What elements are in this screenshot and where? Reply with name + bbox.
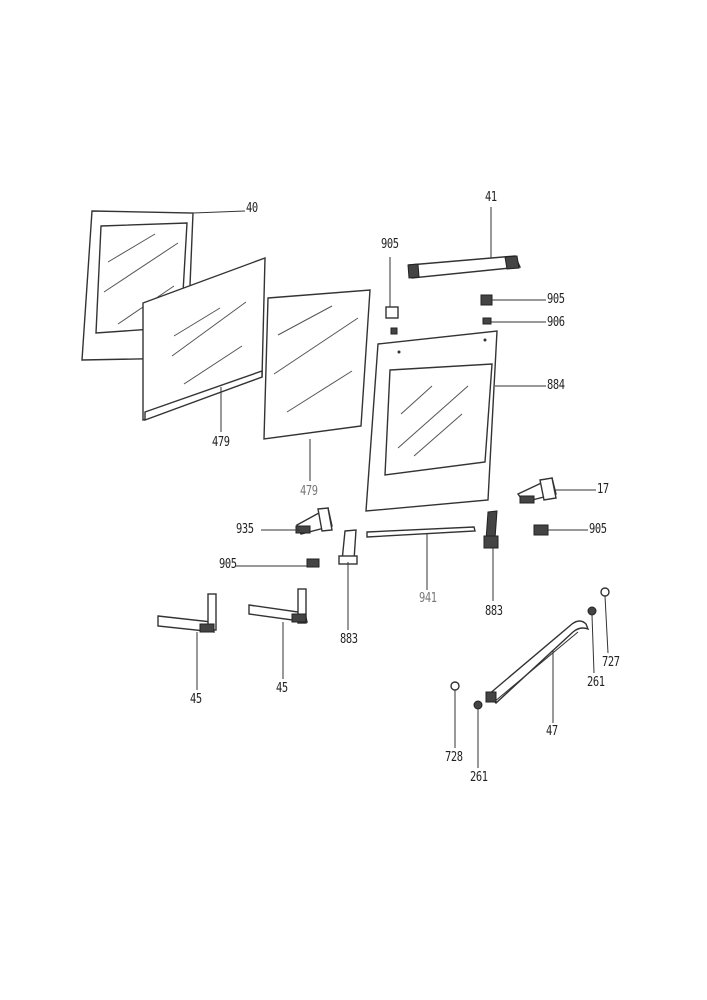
clip-905-left [306, 558, 320, 568]
label-935: 935 [236, 522, 254, 537]
clip-905-top-left [385, 306, 399, 335]
hinge-support-883-left [338, 529, 358, 565]
label-728: 728 [445, 750, 463, 765]
hinge-45-right [248, 588, 308, 624]
label-261-right: 261 [587, 675, 605, 690]
clip-905-right [533, 524, 549, 536]
inner-glass-panel-479-mid [263, 289, 371, 440]
label-906: 906 [547, 315, 565, 330]
label-941: 941 [419, 591, 437, 606]
hinge-bracket-935 [295, 506, 333, 535]
label-884: 884 [547, 378, 565, 393]
label-727: 727 [602, 655, 620, 670]
top-rail-41 [407, 255, 522, 279]
hinge-45-left [157, 593, 217, 633]
label-45-left: 45 [190, 692, 202, 707]
door-frame-884 [365, 330, 498, 512]
screw-261-left [473, 700, 483, 710]
label-883-left: 883 [340, 632, 358, 647]
label-45-right: 45 [276, 681, 288, 696]
label-261-left: 261 [470, 770, 488, 785]
door-handle-47 [485, 620, 590, 704]
leader-lines [192, 207, 609, 768]
inner-glass-panel-479-left [142, 256, 266, 422]
label-17: 17 [597, 482, 609, 497]
hinge-support-883-right [483, 510, 499, 549]
label-41: 41 [485, 190, 497, 205]
label-479-left: 479 [212, 435, 230, 450]
clip-905-top-right [480, 294, 493, 325]
ring-727 [600, 587, 610, 597]
label-47: 47 [546, 724, 558, 739]
label-905-lower-right: 905 [589, 522, 607, 537]
ring-728 [450, 681, 460, 691]
label-883-right: 883 [485, 604, 503, 619]
label-905-left: 905 [219, 557, 237, 572]
bottom-strip-941 [366, 526, 476, 538]
label-40: 40 [246, 201, 258, 216]
label-479-mid: 479 [300, 484, 318, 499]
label-905-right: 905 [547, 292, 565, 307]
screw-261-right [587, 606, 597, 616]
hinge-bracket-17 [516, 477, 557, 504]
label-905-top: 905 [381, 237, 399, 252]
